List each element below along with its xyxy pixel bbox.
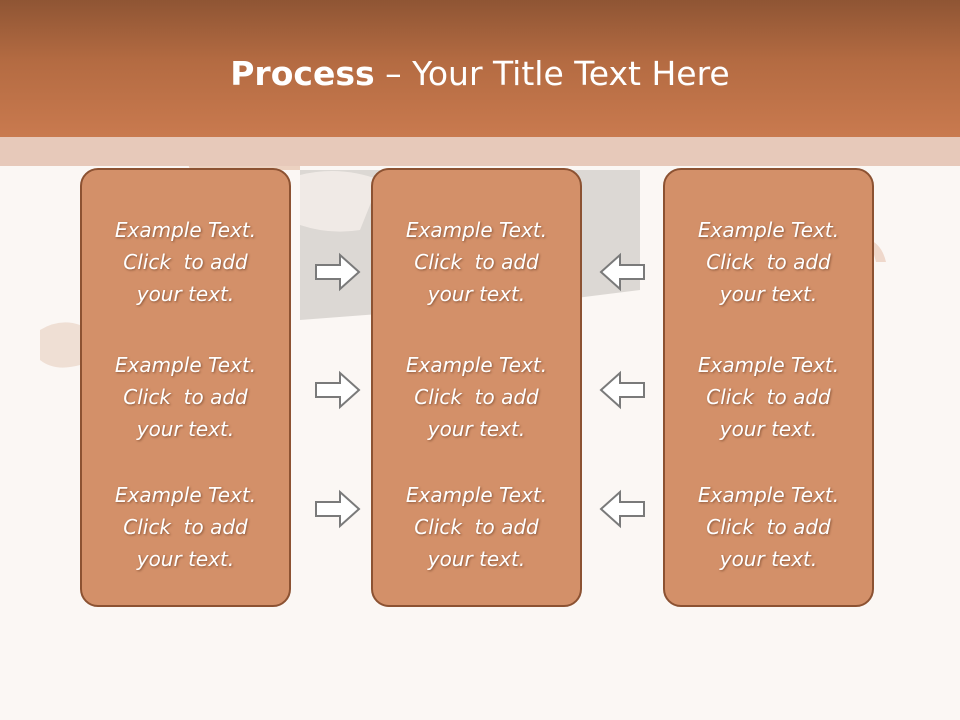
title-rest: – Your Title Text Here — [374, 54, 730, 93]
process-box-right[interactable]: Example Text. Click to add your text. Ex… — [663, 168, 874, 607]
slide-title[interactable]: Process – Your Title Text Here — [0, 52, 960, 96]
box-text[interactable]: Example Text. Click to add your text. — [114, 483, 257, 571]
arrow-right-icon — [315, 252, 361, 292]
arrow-right-icon — [315, 370, 361, 410]
box-text[interactable]: Example Text. Click to add your text. — [697, 353, 840, 441]
header-band — [0, 137, 960, 166]
process-box-left[interactable]: Example Text. Click to add your text. Ex… — [80, 168, 291, 607]
process-box-center[interactable]: Example Text. Click to add your text. Ex… — [371, 168, 582, 607]
arrow-right-icon — [315, 489, 361, 529]
box-text[interactable]: Example Text. Click to add your text. — [405, 218, 548, 306]
box-text[interactable]: Example Text. Click to add your text. — [114, 353, 257, 441]
title-bar — [0, 0, 960, 137]
box-text[interactable]: Example Text. Click to add your text. — [405, 353, 548, 441]
arrow-left-icon — [599, 489, 645, 529]
box-text[interactable]: Example Text. Click to add your text. — [114, 218, 257, 306]
title-bold: Process — [230, 54, 375, 93]
box-text[interactable]: Example Text. Click to add your text. — [697, 218, 840, 306]
box-text[interactable]: Example Text. Click to add your text. — [697, 483, 840, 571]
arrow-left-icon — [599, 370, 645, 410]
box-text[interactable]: Example Text. Click to add your text. — [405, 483, 548, 571]
arrow-left-icon — [599, 252, 645, 292]
